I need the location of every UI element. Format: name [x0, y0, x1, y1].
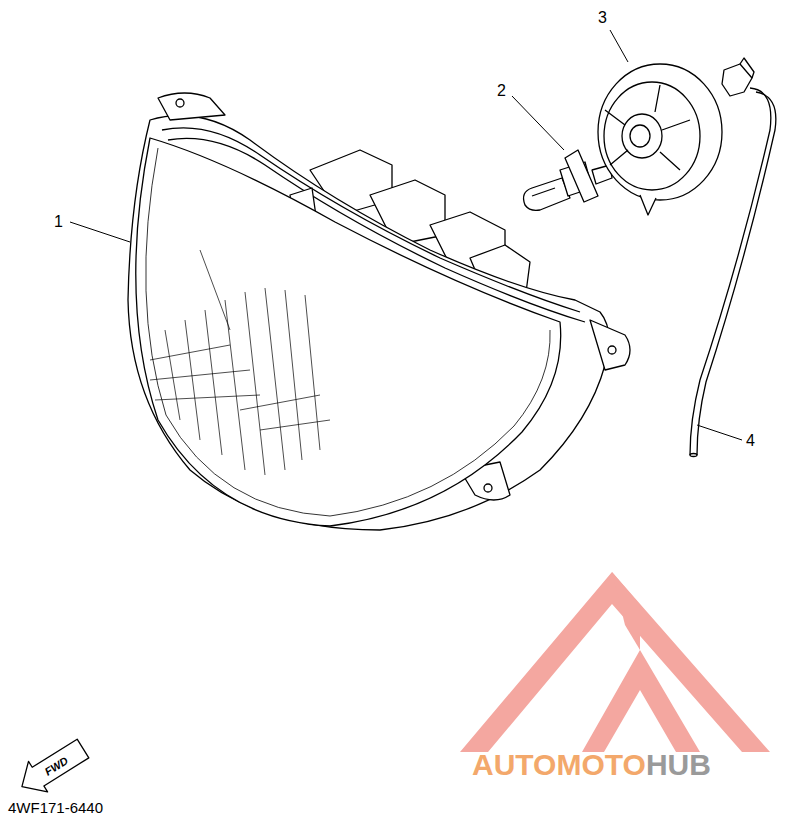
watermark: AUTOMOTO: [472, 750, 646, 780]
wire-harness: [690, 58, 776, 457]
forward-arrow: [12, 733, 92, 802]
mounting-tab: [590, 320, 630, 370]
socket-cover: [598, 64, 722, 215]
callout-number: 2: [497, 83, 506, 99]
housing-rim: [128, 116, 609, 531]
lens: [136, 138, 561, 526]
leader-line: [70, 30, 742, 440]
watermark-logo: [460, 572, 770, 752]
watermark: HUB: [646, 750, 711, 780]
callout-number: 3: [598, 10, 607, 26]
diagram-code: 4WF171-6440: [8, 800, 103, 815]
callout-number: 1: [54, 214, 63, 230]
bulb: [524, 150, 612, 210]
mounting-tab: [158, 93, 225, 120]
callout-number: 4: [746, 433, 755, 449]
lens-pattern: [150, 250, 330, 475]
